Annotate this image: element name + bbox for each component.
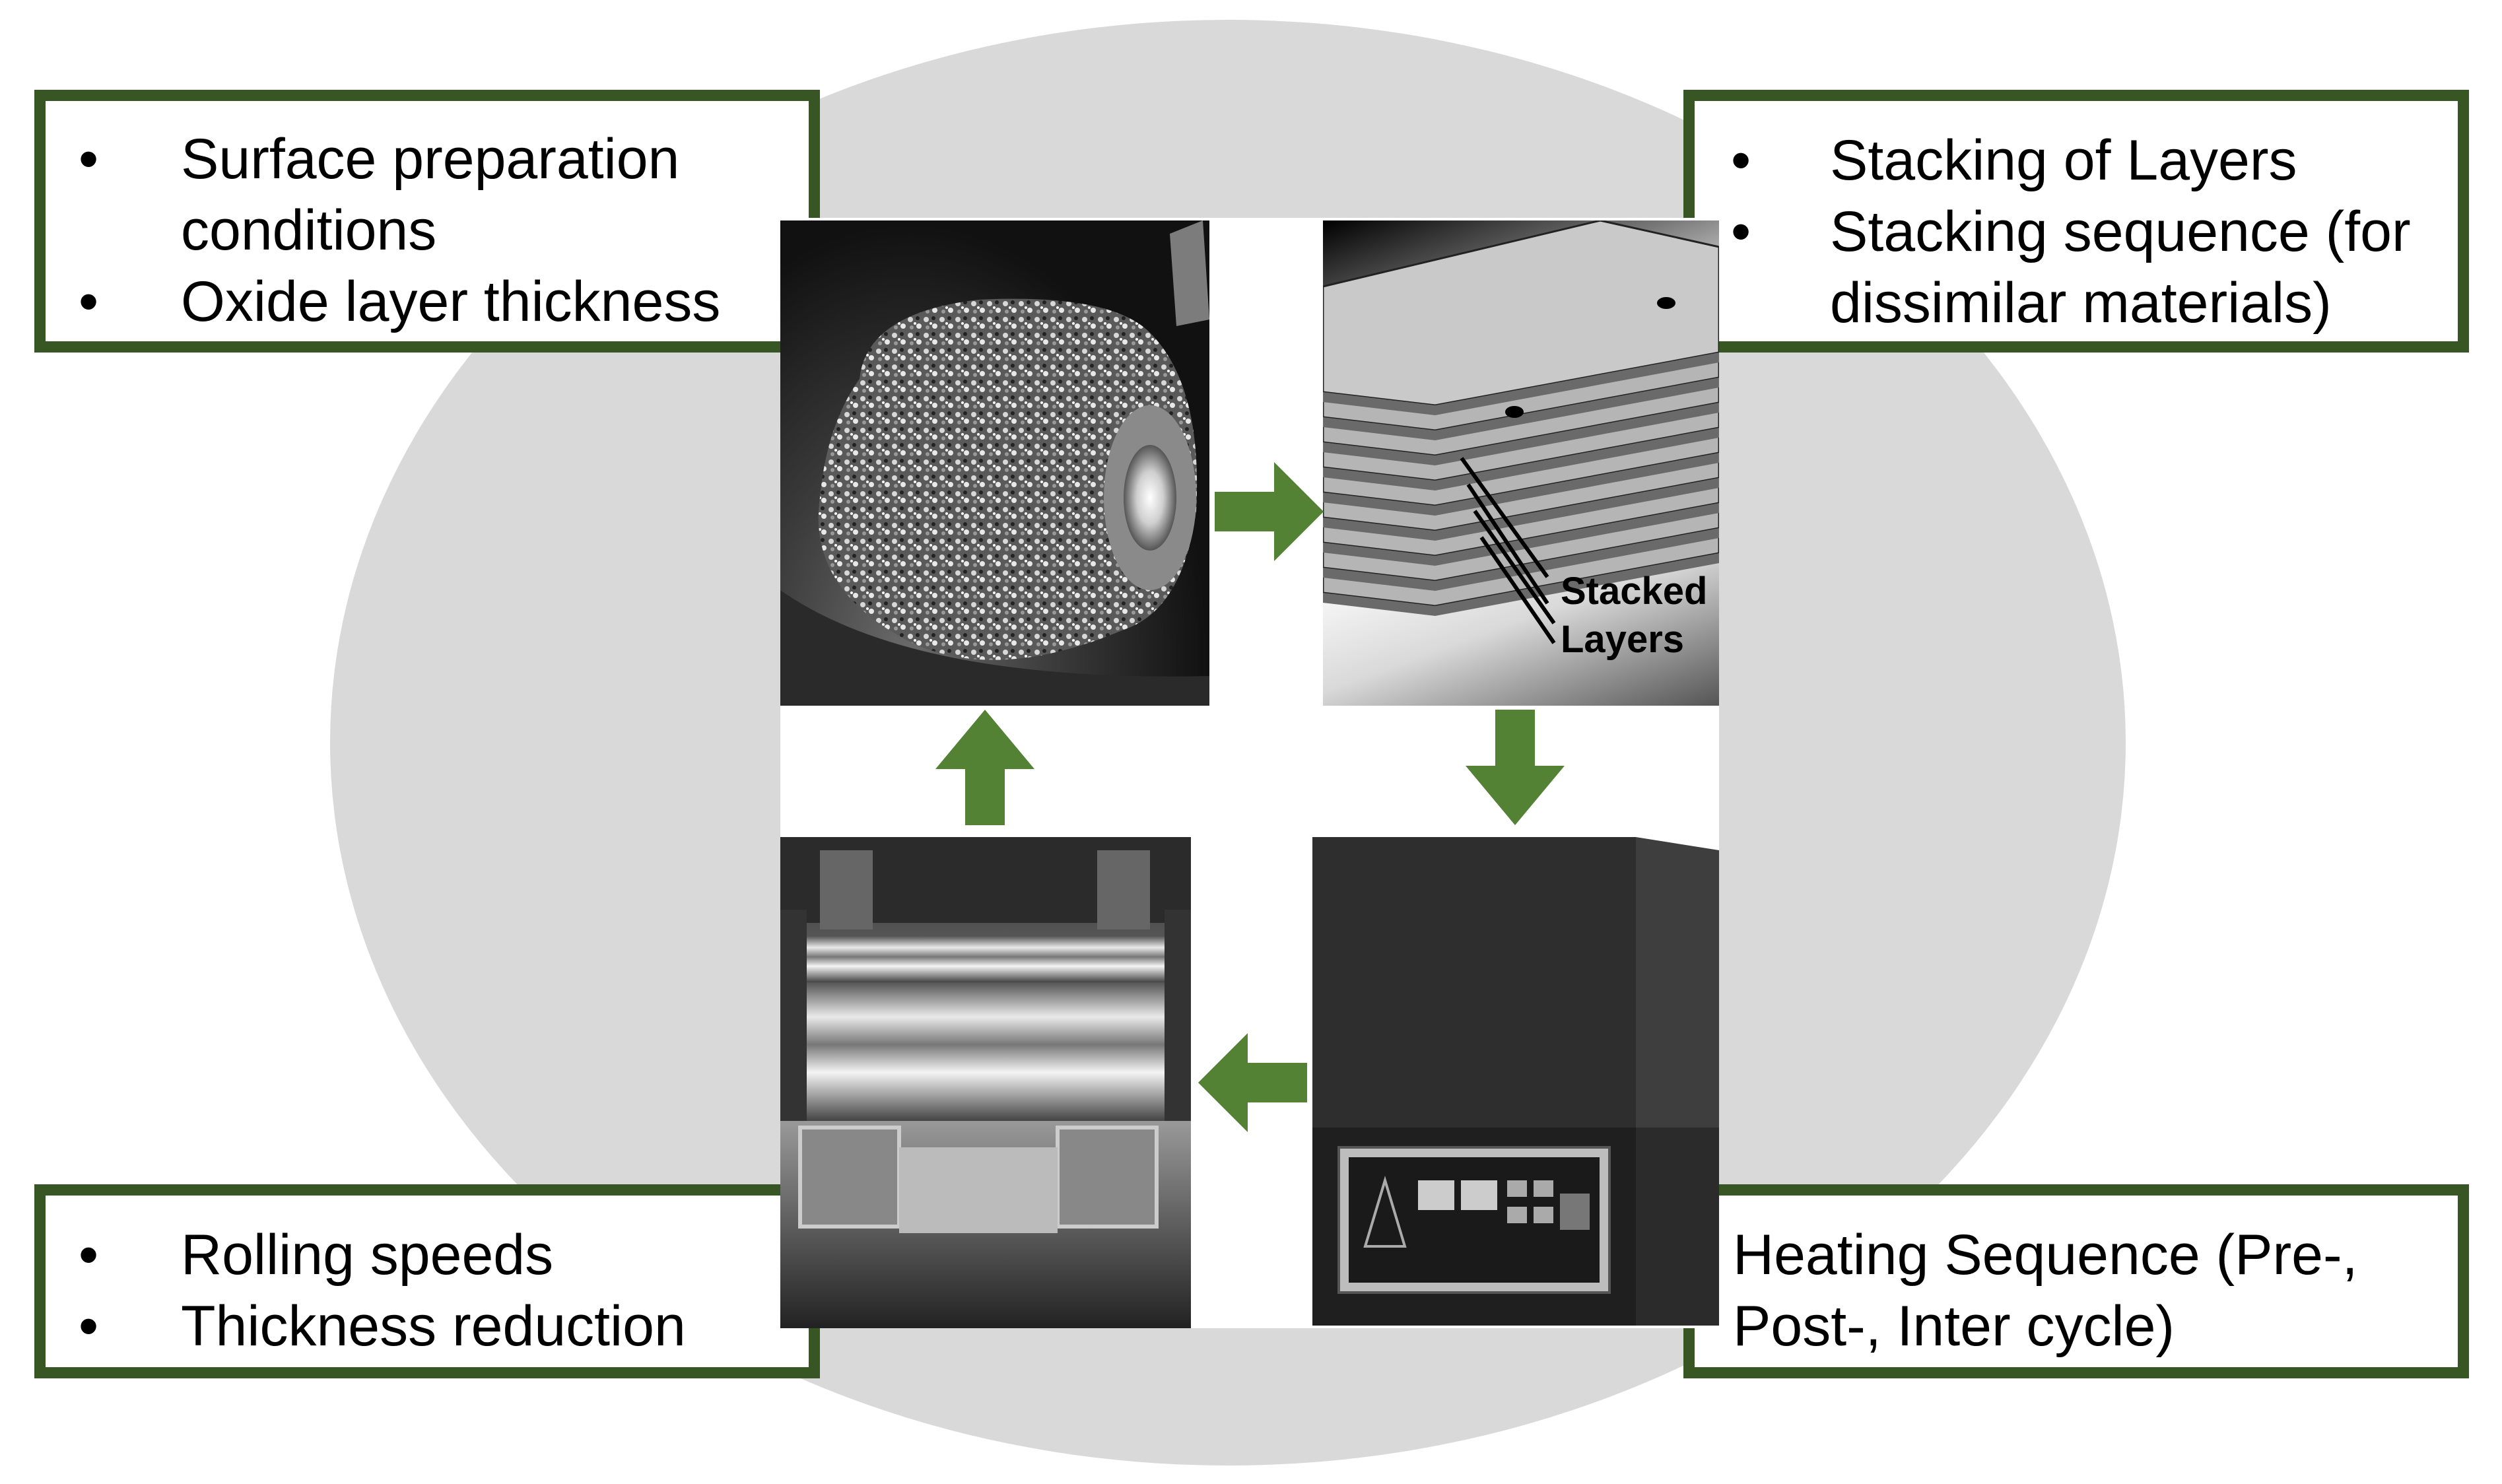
stacked-plates xyxy=(1323,220,1719,616)
arrow-right-icon xyxy=(1215,462,1324,561)
bullet-rolling-speeds: Rolling speeds xyxy=(46,1219,795,1291)
bullet-oxide-layer: Oxide layer thickness xyxy=(46,266,795,337)
surface-preparation-box: Surface preparation conditions Oxide lay… xyxy=(34,90,820,353)
plate-hole xyxy=(1657,297,1675,309)
bullet-thickness-reduction: Thickness reduction xyxy=(46,1291,795,1362)
stacked-label: Stacked xyxy=(1561,570,1708,613)
rolling-mill-photo xyxy=(780,837,1191,1328)
plate-hole xyxy=(1505,406,1524,418)
stacking-box: Stacking of Layers Stacking sequence (fo… xyxy=(1683,90,2469,353)
arrow-left-icon xyxy=(1198,1033,1307,1132)
stacked-layers-photo: Stacked Layers xyxy=(1323,220,1719,706)
heating-sequence-box: Heating Sequence (Pre-, Post-, Inter cyc… xyxy=(1683,1184,2469,1378)
bullet-stacking-sequence: Stacking sequence (for dissimilar materi… xyxy=(1695,196,2445,339)
layers-label: Layers xyxy=(1561,618,1685,661)
arrow-down-icon xyxy=(1466,710,1565,825)
heating-sequence-text: Heating Sequence (Pre-, Post-, Inter cyc… xyxy=(1733,1223,2358,1358)
bullet-surface-preparation: Surface preparation conditions xyxy=(46,123,795,266)
furnace-photo xyxy=(1312,837,1719,1328)
bullet-stacking-layers: Stacking of Layers xyxy=(1695,125,2445,196)
wire-brush-photo xyxy=(780,220,1209,706)
arrow-up-icon xyxy=(935,710,1034,825)
rolling-box: Rolling speeds Thickness reduction xyxy=(34,1184,820,1378)
